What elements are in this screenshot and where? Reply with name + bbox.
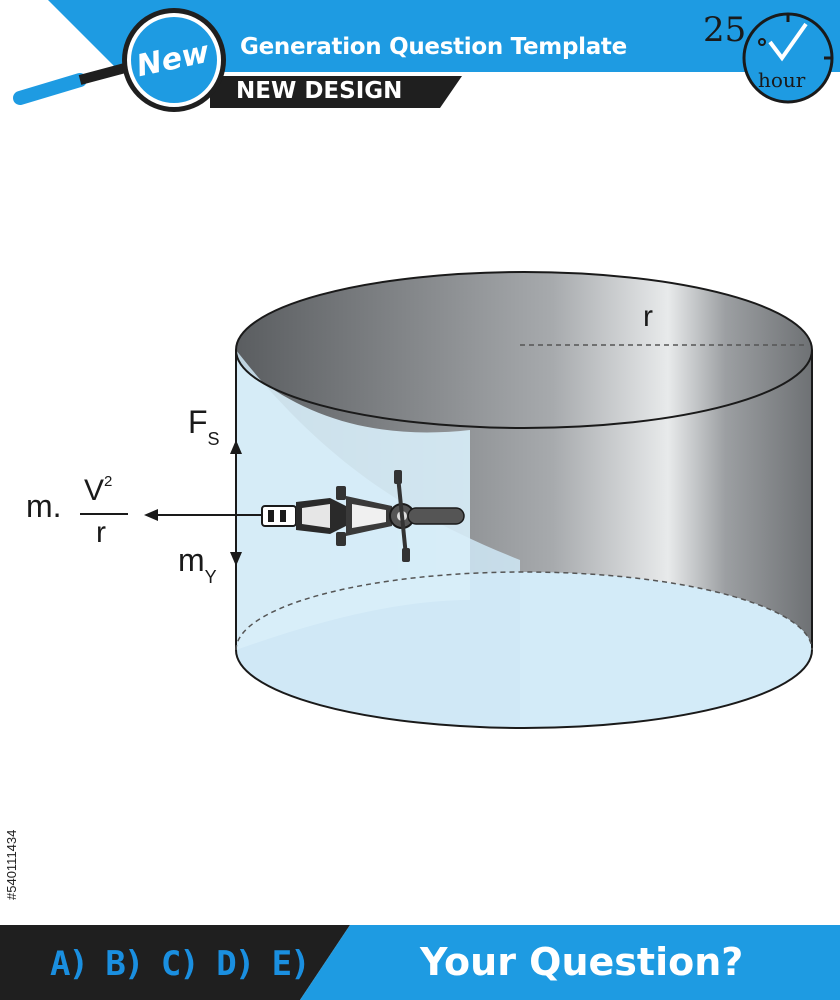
weight-symbol: m	[178, 542, 205, 578]
answer-options: A) B) C) D) E)	[50, 944, 311, 984]
friction-subscript: S	[207, 429, 220, 449]
timer-value: 25	[703, 10, 747, 50]
stock-id: #540111434	[4, 829, 19, 900]
weight-force-arrow	[230, 518, 242, 566]
velocity-symbol: V	[84, 474, 105, 507]
timer-unit: hour	[758, 68, 806, 92]
design-subtitle: NEW DESIGN	[236, 78, 403, 104]
footer-banner	[0, 925, 840, 1000]
friction-symbol: F	[188, 404, 208, 440]
centripetal-force-arrow	[144, 509, 262, 521]
question-prompt: Your Question?	[420, 940, 744, 984]
template-title: Generation Question Template	[240, 34, 627, 60]
velocity-exponent: 2	[104, 473, 113, 490]
radius-label: r	[643, 300, 653, 333]
clock-icon	[700, 0, 840, 104]
centripetal-denominator: r	[96, 516, 106, 549]
centripetal-prefix: m.	[26, 488, 62, 524]
weight-label: mY	[178, 542, 217, 587]
magnifier-badge-icon	[122, 8, 226, 112]
friction-force-label: FS	[188, 404, 220, 449]
centripetal-numerator: V2	[84, 473, 113, 508]
friction-force-arrow	[230, 440, 242, 512]
motorcycle-icon	[261, 470, 465, 562]
weight-subscript: Y	[204, 567, 217, 587]
